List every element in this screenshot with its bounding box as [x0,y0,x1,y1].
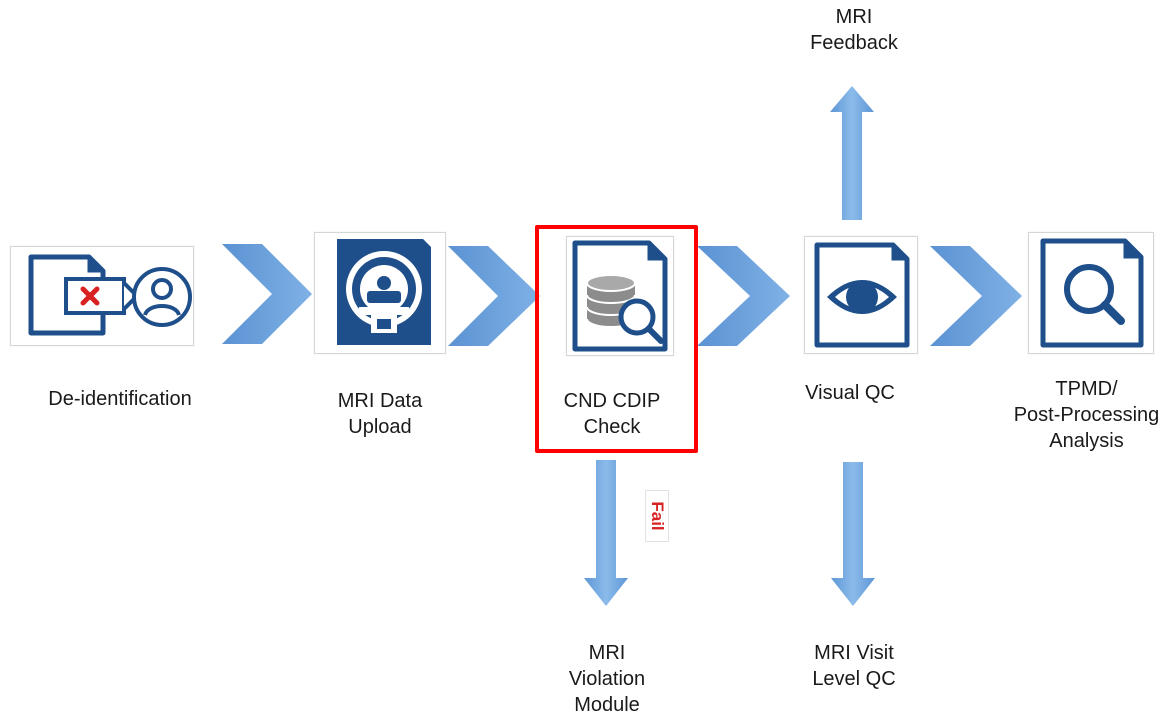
deidentification-box [10,246,194,346]
document-x-user-icon [28,254,192,336]
tpmd-label: TPMD/ Post-Processing Analysis [1013,378,1160,452]
chevron-arrow-4 [930,246,1022,346]
mri-feedback-label: MRI Feedback [810,6,898,54]
mri-violation-label: MRI Violation Module [568,642,646,716]
chevron-arrow-2 [448,246,540,346]
up-arrow [830,86,874,220]
highlight-box [535,225,698,453]
mri-upload-box [314,232,446,354]
magnifier-document-icon [1040,238,1144,348]
deidentification-label: De-identification [48,388,192,410]
mri-upload-label: MRI Data Upload [337,390,423,438]
eye-document-icon [814,242,910,348]
cdip-check-box [566,236,674,356]
cdip-check-label: CND CDIP Check [563,390,661,438]
down-arrow-fail [584,460,628,606]
fail-text: Fail [648,501,667,531]
down-arrow-visit [831,462,875,606]
mri-scanner-icon [337,239,431,345]
database-search-icon [572,240,668,352]
chevron-arrow-1 [222,244,312,344]
tpmd-box [1028,232,1154,354]
fail-badge: Fail [645,490,669,542]
visual-qc-label: Visual QC [805,382,895,404]
mri-visit-qc-label: MRI Visit Level QC [812,642,896,690]
visual-qc-box [804,236,918,354]
chevron-arrow-3 [697,246,790,346]
